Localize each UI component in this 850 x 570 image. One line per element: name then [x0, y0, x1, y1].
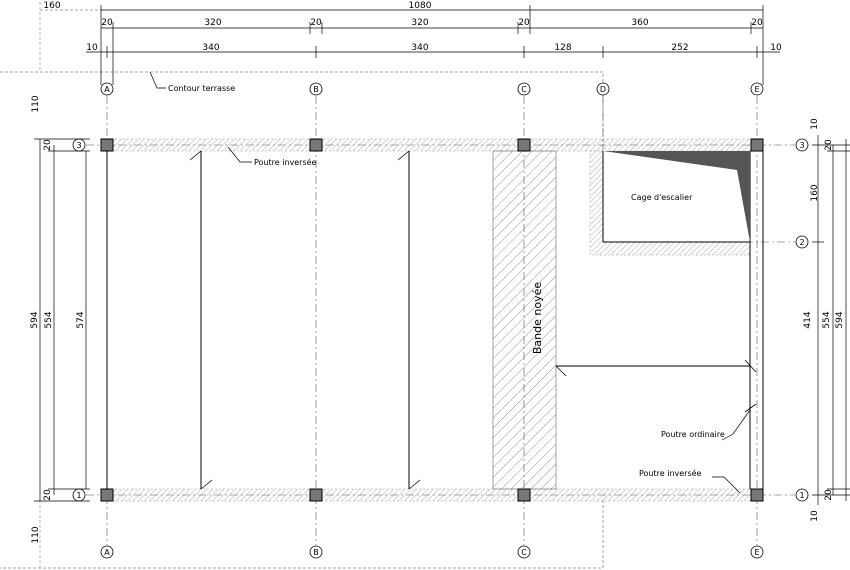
dim-left-outer: 594 [30, 311, 40, 328]
column-c1 [517, 488, 531, 502]
stair-wedge [603, 151, 750, 242]
terrace-contour-bottom [0, 500, 604, 569]
label-poutre-inversee-top: Poutre inversée [254, 157, 317, 167]
dim-top-r1-3: 320 [411, 18, 428, 28]
dim-right-top-20: 20 [824, 139, 834, 151]
dim-top-r1-0: 20 [101, 18, 113, 28]
column-a1 [100, 488, 114, 502]
dim-left-offset-bottom: 110 [31, 526, 41, 543]
embedded-band [492, 150, 557, 490]
dim-top-r1-2: 20 [310, 18, 322, 28]
column-b3 [309, 138, 323, 152]
dim-top-r1-6: 20 [751, 18, 763, 28]
dim-top-r2-3: 128 [554, 43, 571, 53]
dim-top-r2-2: 340 [411, 43, 428, 53]
dim-right-top-10: 10 [810, 118, 820, 130]
beam-inverted-top [106, 138, 758, 152]
bubble-b-bottom: B [313, 548, 319, 557]
bubble-3-right: 3 [799, 141, 804, 150]
dim-left-end-top: 20 [43, 139, 53, 151]
bubble-b-top: B [313, 85, 319, 94]
dim-top-overall: 1080 [409, 1, 432, 11]
label-bande-noyee: Bande noyée [531, 282, 544, 354]
column-b1 [309, 488, 323, 502]
dim-right-594: 594 [835, 311, 845, 328]
bubble-c-bottom: C [521, 548, 527, 557]
bubble-e-top: E [754, 85, 759, 94]
dim-right-554: 554 [822, 311, 832, 328]
dim-top-offset: 160 [43, 1, 60, 11]
terrace-contour [0, 71, 604, 147]
label-poutre-ordinaire: Poutre ordinaire [661, 430, 725, 439]
dim-left-end-bottom: 20 [43, 489, 53, 501]
column-e1 [750, 488, 764, 502]
bubble-d-top: D [600, 85, 606, 94]
bubble-1-left: 1 [76, 491, 81, 500]
label-cage-escalier: Cage d'escalier [631, 193, 693, 202]
columns [100, 138, 764, 502]
beam-inverted-bottom [106, 488, 758, 502]
bubble-a-top: A [104, 85, 110, 94]
dim-right-160: 160 [810, 184, 820, 201]
label-contour-terrasse: Contour terrasse [168, 84, 235, 93]
column-a3 [100, 138, 114, 152]
dim-top-r2-0: 10 [86, 43, 98, 53]
column-e3 [750, 138, 764, 152]
bubble-a-bottom: A [104, 548, 110, 557]
dim-left-mid: 554 [44, 311, 54, 328]
dim-top-r2-4: 252 [671, 43, 688, 53]
bubble-e-bottom: E [754, 548, 759, 557]
bubble-c-top: C [521, 85, 527, 94]
column-c3 [517, 138, 531, 152]
dim-right-bot-20: 20 [824, 489, 834, 501]
bubble-2-right: 2 [799, 238, 804, 247]
dim-top-r2-5: 10 [770, 43, 782, 53]
label-poutre-inversee-bottom: Poutre inversée [639, 468, 702, 478]
bubble-3-left: 3 [76, 141, 81, 150]
dim-top-r2-1: 340 [202, 43, 219, 53]
dim-left-inner: 574 [76, 311, 86, 328]
dim-right-414: 414 [803, 311, 813, 328]
dim-left-offset-top: 110 [31, 95, 41, 112]
dim-top-r1-4: 20 [518, 18, 530, 28]
dim-top-r1-5: 360 [631, 18, 648, 28]
bubble-1-right: 1 [799, 491, 804, 500]
dim-right-bot-10: 10 [810, 510, 820, 522]
dim-top-r1-1: 320 [204, 18, 221, 28]
